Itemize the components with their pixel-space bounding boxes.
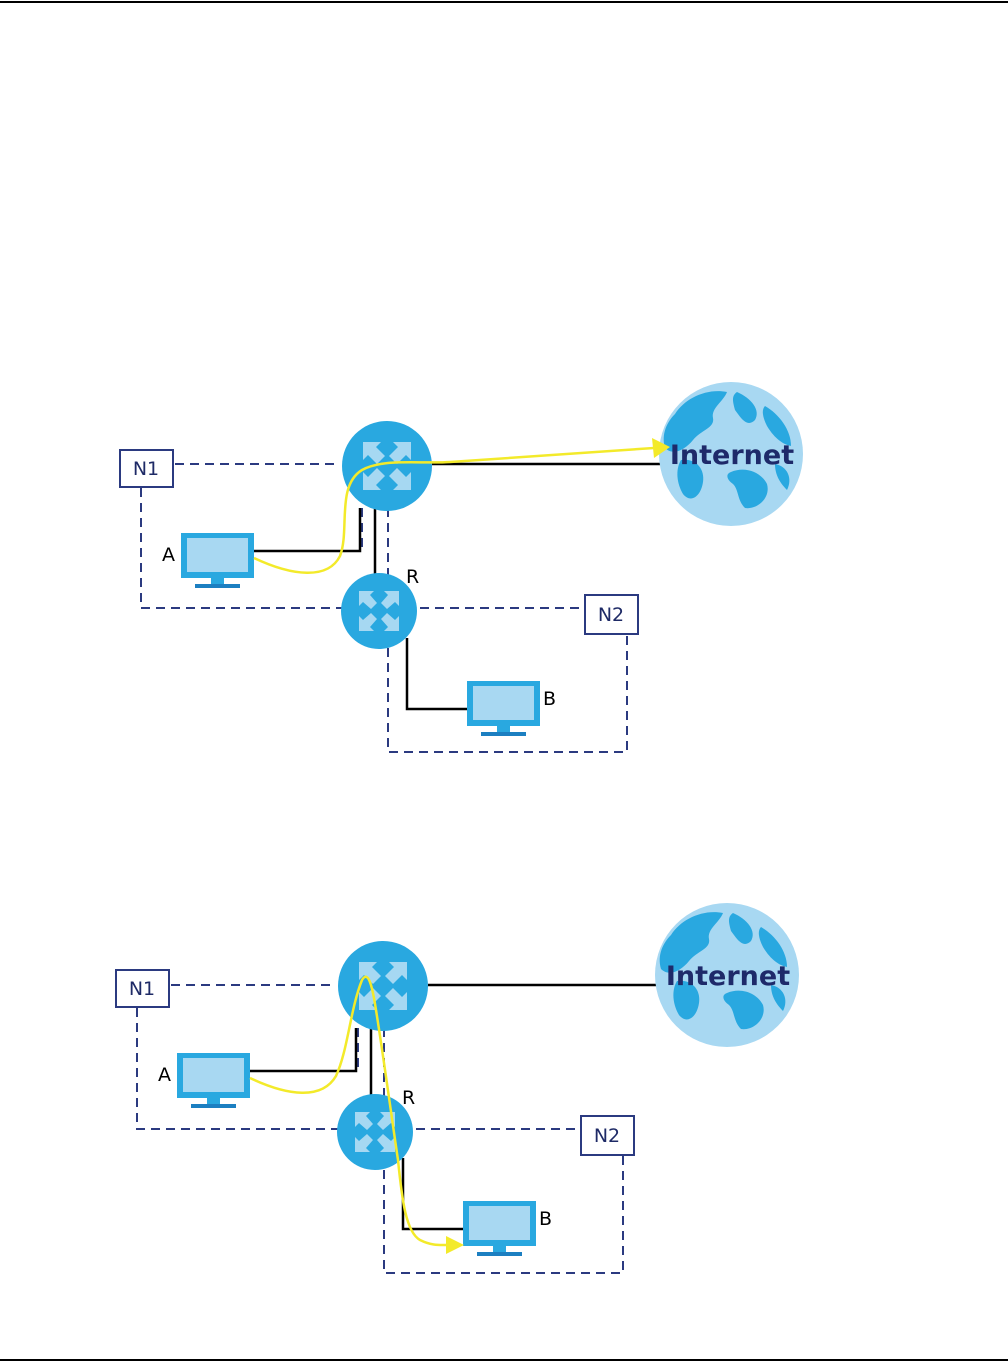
internet-globe-icon: Internet xyxy=(655,903,799,1047)
wire-computer-b xyxy=(403,1158,464,1229)
gateway-router-icon xyxy=(342,421,432,511)
top-border-line xyxy=(0,1,1008,3)
internet-globe-icon: Internet xyxy=(659,382,803,526)
computer-a-icon xyxy=(181,533,254,588)
computer-a-label: A xyxy=(158,1064,171,1086)
wire-computer-b xyxy=(407,638,468,709)
computer-b-label: B xyxy=(539,1208,552,1230)
router-r-label: R xyxy=(402,1087,415,1109)
computer-a-label: A xyxy=(162,544,175,566)
network-diagram-1: N1 N2 R A B xyxy=(0,380,1008,770)
computer-b-icon xyxy=(463,1201,536,1256)
internet-label: Internet xyxy=(670,440,794,471)
computer-b-icon xyxy=(467,681,540,736)
computer-a-icon xyxy=(177,1053,250,1108)
router-r-label: R xyxy=(406,566,419,588)
network-diagram-2: N1 N2 R A B xyxy=(0,900,1008,1290)
packet-path-a-to-internet xyxy=(254,448,654,573)
n2-label: N2 xyxy=(594,1125,620,1147)
internet-label: Internet xyxy=(666,961,790,992)
n1-label: N1 xyxy=(133,458,159,480)
n1-label: N1 xyxy=(129,978,155,1000)
computer-b-label: B xyxy=(543,688,556,710)
packet-arrowhead xyxy=(446,1236,464,1254)
bottom-border-line xyxy=(0,1359,1008,1361)
n2-label: N2 xyxy=(598,604,624,626)
